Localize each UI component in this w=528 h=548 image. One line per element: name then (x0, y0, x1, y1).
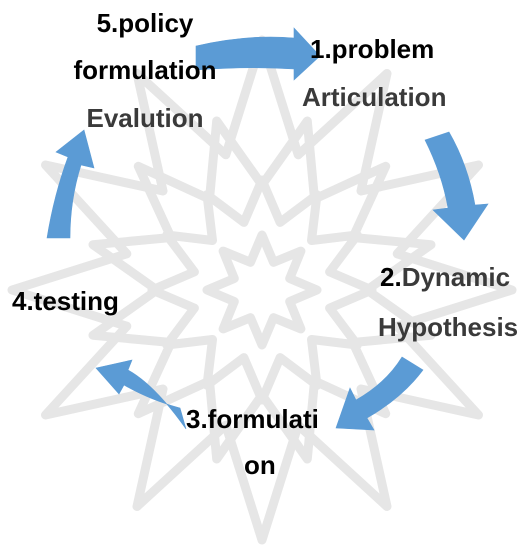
step-5-line-2: formulation (73, 55, 217, 85)
step-5-label: 5.policy formulation Evalution (0, 8, 290, 133)
step-2-label: 2.Dynamic Hypothesis (378, 262, 518, 342)
step-4-line-1: 4.testing (12, 286, 119, 316)
step-3-line-1: 3.formulati (186, 404, 319, 434)
step-1-line-1: 1.problem (310, 34, 435, 64)
step-2-title: Dynamic (401, 262, 511, 292)
curved-arrow-icon (335, 356, 424, 431)
step-2-line-2: Hypothesis (378, 312, 519, 342)
step-2-line-1: 2.Dynamic (378, 262, 518, 292)
step-3-label: 3.formulati on (186, 404, 319, 480)
curved-arrow-icon (95, 359, 187, 430)
step-5-line-1: 5.policy (96, 8, 194, 38)
curved-arrow-icon (195, 27, 321, 81)
step-3-line-2: on (244, 450, 276, 480)
step-1-label: 1.problem Articulation (302, 34, 446, 112)
step-2-number: 2. (380, 262, 402, 292)
step-4-label: 4.testing (12, 286, 119, 316)
step-1-line-2: Articulation (302, 82, 447, 112)
step-5-line-3: Evalution (86, 103, 204, 133)
curved-arrow-icon (424, 131, 489, 241)
curved-arrow-icon (46, 129, 95, 239)
